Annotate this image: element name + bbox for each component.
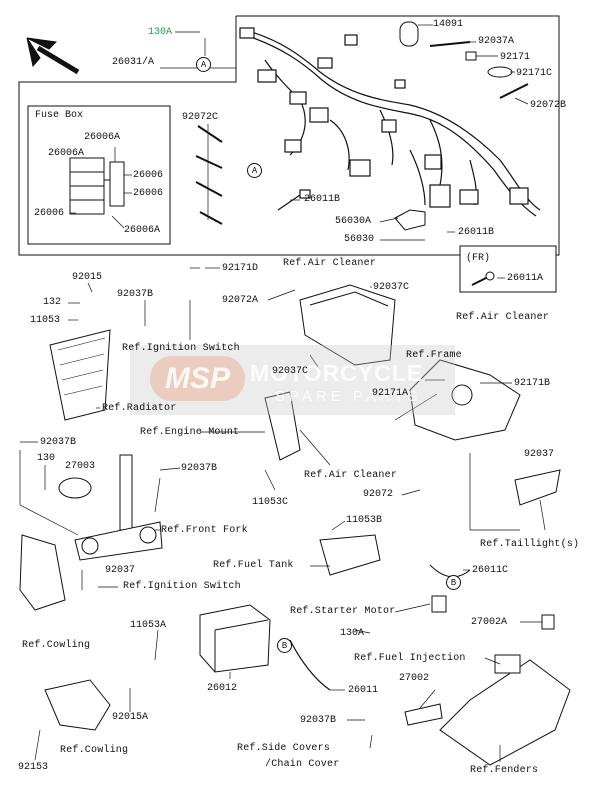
ref-label: Ref.Front Fork	[161, 525, 248, 536]
part-label: 92015	[72, 272, 103, 283]
fr-box	[459, 245, 557, 293]
part-label: 92171D	[222, 263, 259, 274]
part-label: 92037B	[300, 715, 337, 726]
part-label: 11053C	[252, 497, 289, 508]
air-cleaner-shape	[299, 284, 396, 366]
cowling-upper-shape	[19, 534, 66, 611]
part-label: 92037B	[181, 463, 218, 474]
ref-label: Ref.Air Cleaner	[283, 258, 377, 269]
front-direction-arrow-icon	[26, 37, 80, 75]
part-label: 26006	[133, 170, 164, 181]
cowling-lower-shape	[44, 679, 111, 731]
part-label: 27002	[399, 673, 430, 684]
part-label: 130	[37, 453, 56, 464]
ref-label: Ref.Air Cleaner	[456, 312, 550, 323]
fuse-box-frame	[27, 105, 171, 245]
part-label: 132	[43, 297, 62, 308]
part-label: 92037	[524, 449, 555, 460]
callout-b-battery: B	[277, 638, 292, 653]
part-label: 26011A	[507, 273, 544, 284]
part-label: 26006A	[48, 148, 85, 159]
fr-label: (FR)	[466, 253, 491, 264]
callout-b-right: B	[446, 575, 461, 590]
part-label: 14091	[433, 19, 464, 30]
battery-26012-shape	[199, 604, 271, 673]
part-label: 11053B	[346, 515, 383, 526]
part-label: 26006A	[124, 225, 161, 236]
part-label: 92171C	[516, 68, 553, 79]
part-label: 26006A	[84, 132, 121, 143]
ref-label: Ref.Fenders	[470, 765, 539, 776]
part-label: 92072	[363, 489, 394, 500]
part-label: 92037	[105, 565, 136, 576]
part-label: 92171	[500, 52, 531, 63]
steering-stem-shape	[74, 454, 163, 561]
part-label: 92171A	[372, 388, 409, 399]
part-label: 26011C	[472, 565, 509, 576]
part-label: 92037B	[40, 437, 77, 448]
rear-fender-shape	[439, 659, 571, 766]
watermark-text-2: SPARE PARTS	[275, 388, 422, 405]
part-label: 92072A	[222, 295, 259, 306]
starter-relay-shape	[431, 595, 447, 613]
part-label: 92037A	[478, 36, 515, 47]
fuse-box-sketch	[69, 157, 125, 215]
part-label: 27003	[65, 461, 96, 472]
callout-a-harness: A	[247, 163, 262, 178]
part-label: 26031/A	[112, 57, 155, 68]
part-label: 92153	[18, 762, 49, 773]
part-label: 27002A	[471, 617, 508, 628]
callout-a-top: A	[196, 57, 211, 72]
part-label: 26011	[348, 685, 379, 696]
fuel-tank-bracket-shape	[319, 534, 381, 576]
ref-label: Ref.Fuel Tank	[213, 560, 294, 571]
part-label: 130A	[340, 628, 365, 639]
ref-label: Ref.Fuel Injection	[354, 653, 466, 664]
part-label: 11053A	[130, 620, 167, 631]
ref-label: Ref.Starter Motor	[290, 606, 396, 617]
ref-label: Ref.Radiator	[102, 403, 177, 414]
part-label: 26011B	[458, 227, 495, 238]
ref-label: Ref.Air Cleaner	[304, 470, 398, 481]
ref-label: Ref.Ignition Switch	[122, 343, 240, 354]
ref-label: Ref.Frame	[406, 350, 462, 361]
part-label: 26011B	[304, 194, 341, 205]
part-label: 26006	[34, 208, 65, 219]
watermark-band	[130, 345, 455, 415]
ref-label: /Chain Cover	[265, 759, 340, 770]
taillight-shape	[514, 469, 561, 506]
part-label: 92171B	[514, 378, 551, 389]
ref-label: Ref.Ignition Switch	[123, 581, 241, 592]
ref-label: Ref.Engine Mount	[140, 427, 240, 438]
watermark-text-1: MOTORCYCLE	[250, 360, 424, 386]
part-label: 56030	[344, 234, 375, 245]
part-label: 92037C	[272, 366, 309, 377]
fuse-box-title: Fuse Box	[35, 110, 84, 121]
ref-label: Ref.Cowling	[60, 745, 129, 756]
part-14091-shape	[399, 21, 419, 47]
radiator-shroud-shape	[49, 329, 111, 421]
ignition-switch-shape	[58, 477, 92, 499]
part-label: 92015A	[112, 712, 149, 723]
ref-label: Ref.Taillight(s)	[480, 539, 580, 550]
engine-mount-bracket-shape	[264, 391, 301, 461]
ref-label: Ref.Cowling	[22, 640, 91, 651]
part-label: 56030A	[335, 216, 372, 227]
ref-label: Ref.Side Covers	[237, 743, 331, 754]
part-label: 92072B	[530, 100, 567, 111]
harness-frame	[18, 15, 560, 256]
part-label: 26006	[133, 188, 164, 199]
part-label: 92037B	[117, 289, 154, 300]
watermark-logo: MSP	[150, 356, 245, 401]
main-harness-sketch	[239, 27, 541, 217]
part-label: 92072C	[182, 112, 219, 123]
part-label: 130A	[148, 27, 173, 38]
part-label: 92037C	[373, 282, 410, 293]
part-label: 26012	[207, 683, 238, 694]
part-label: 11053	[30, 315, 61, 326]
